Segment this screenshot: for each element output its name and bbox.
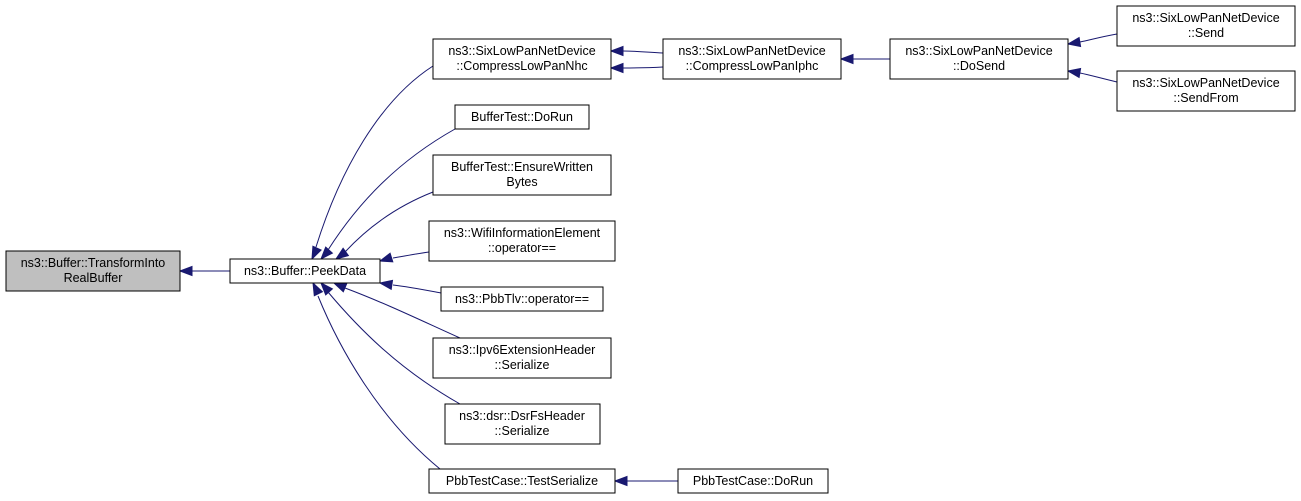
node-label-line-1: ns3::dsr::DsrFsHeader <box>459 409 585 423</box>
edge-sendfrom-to-dosend <box>1066 67 1118 83</box>
arrowhead <box>320 281 334 296</box>
edge-pbbdorun-to-testserialize <box>613 475 678 487</box>
node-label-line-1: ns3::Ipv6ExtensionHeader <box>449 343 596 357</box>
arrowhead <box>1066 36 1082 48</box>
node-label-line-2: ::SendFrom <box>1173 91 1238 105</box>
node-ensure-written-bytes[interactable]: BufferTest::EnsureWritten Bytes <box>432 154 612 196</box>
node-label-line-2: ::operator== <box>488 241 556 255</box>
edge-line <box>327 291 461 405</box>
node-label: ns3::Buffer::PeekData <box>244 264 366 278</box>
arrowhead <box>312 281 324 297</box>
edge-line <box>622 66 664 69</box>
arrowhead <box>378 279 394 291</box>
edge-line <box>327 128 456 251</box>
node-label-line-2: ::CompressLowPanNhc <box>456 59 587 73</box>
node-send-from[interactable]: ns3::SixLowPanNetDevice ::SendFrom <box>1116 70 1296 112</box>
node-compress-lowpan-nhc[interactable]: ns3::SixLowPanNetDevice ::CompressLowPan… <box>432 38 612 80</box>
node-wifi-information-element-operator[interactable]: ns3::WifiInformationElement ::operator== <box>428 220 616 262</box>
edge-line <box>315 65 434 248</box>
node-label-line-1: ns3::SixLowPanNetDevice <box>1132 11 1279 25</box>
arrowhead <box>613 475 628 487</box>
arrowhead <box>1066 67 1082 79</box>
edge-testserialize-to-peekdata <box>312 281 441 470</box>
arrowhead <box>609 45 624 57</box>
node-label-line-2: ::Serialize <box>495 358 550 372</box>
edge-pbbtlv-to-peekdata <box>378 279 442 294</box>
node-label-line-2: ::CompressLowPanIphc <box>686 59 819 73</box>
node-label: PbbTestCase::DoRun <box>693 474 813 488</box>
node-ipv6-extension-header-serialize[interactable]: ns3::Ipv6ExtensionHeader ::Serialize <box>432 337 612 379</box>
arrowhead <box>334 247 350 260</box>
node-pbb-test-case-do-run[interactable]: PbbTestCase::DoRun <box>677 468 829 494</box>
arrowhead <box>311 245 322 261</box>
edge-nhc-to-iphc-bottom <box>609 62 664 74</box>
node-buffer-test-do-run[interactable]: BufferTest::DoRun <box>454 104 590 130</box>
arrowhead <box>320 246 334 261</box>
edge-wifi-to-peekdata <box>378 251 430 263</box>
node-label: BufferTest::DoRun <box>471 110 573 124</box>
edge-dosend-to-iphc <box>839 53 890 65</box>
arrowhead <box>609 62 624 74</box>
node-label-line-2: Bytes <box>506 175 537 189</box>
node-transform-into-real-buffer: ns3::Buffer::TransformInto RealBuffer <box>5 250 181 292</box>
edge-peekdata-to-transform <box>178 265 230 277</box>
node-pbb-test-case-test-serialize[interactable]: PbbTestCase::TestSerialize <box>428 468 616 494</box>
edge-ensure-to-peekdata <box>334 191 434 260</box>
node-label-line-2: RealBuffer <box>64 271 123 285</box>
arrowhead <box>839 53 854 65</box>
edge-dsr-to-peekdata <box>320 281 461 405</box>
edges-layer <box>178 33 1118 487</box>
edge-line <box>344 191 434 253</box>
edge-line <box>344 287 461 339</box>
node-label: ns3::PbbTlv::operator== <box>455 292 589 306</box>
node-label-line-2: ::DoSend <box>953 59 1005 73</box>
node-label-line-2: ::Send <box>1188 26 1224 40</box>
edge-line <box>1079 72 1118 83</box>
edge-send-to-dosend <box>1066 33 1118 48</box>
node-dsr-fs-header-serialize[interactable]: ns3::dsr::DsrFsHeader ::Serialize <box>444 403 601 445</box>
node-label-line-1: ns3::Buffer::TransformInto <box>21 256 166 270</box>
node-compress-lowpan-iphc[interactable]: ns3::SixLowPanNetDevice ::CompressLowPan… <box>662 38 842 80</box>
edge-iphc-to-nhc-top <box>609 45 664 57</box>
node-label-line-1: ns3::SixLowPanNetDevice <box>678 44 825 58</box>
edge-line <box>317 295 441 470</box>
arrowhead <box>178 265 193 277</box>
edge-bufferdorun-to-peekdata <box>320 128 456 261</box>
node-peek-data[interactable]: ns3::Buffer::PeekData <box>229 258 381 284</box>
node-label-line-1: ns3::SixLowPanNetDevice <box>1132 76 1279 90</box>
arrowhead <box>378 252 394 263</box>
arrowhead <box>332 282 348 293</box>
edge-line <box>392 284 442 294</box>
edge-line <box>1079 33 1118 43</box>
node-label: PbbTestCase::TestSerialize <box>446 474 598 488</box>
node-send[interactable]: ns3::SixLowPanNetDevice ::Send <box>1116 5 1296 47</box>
node-label-line-1: ns3::WifiInformationElement <box>444 226 601 240</box>
edge-line <box>622 50 664 54</box>
node-do-send[interactable]: ns3::SixLowPanNetDevice ::DoSend <box>889 38 1069 80</box>
edge-line <box>392 251 430 259</box>
node-label-line-1: ns3::SixLowPanNetDevice <box>448 44 595 58</box>
node-label-line-1: BufferTest::EnsureWritten <box>451 160 593 174</box>
node-label-line-2: ::Serialize <box>495 424 550 438</box>
edge-nhc-to-peekdata <box>311 65 434 261</box>
node-pbb-tlv-operator[interactable]: ns3::PbbTlv::operator== <box>440 286 604 312</box>
node-label-line-1: ns3::SixLowPanNetDevice <box>905 44 1052 58</box>
